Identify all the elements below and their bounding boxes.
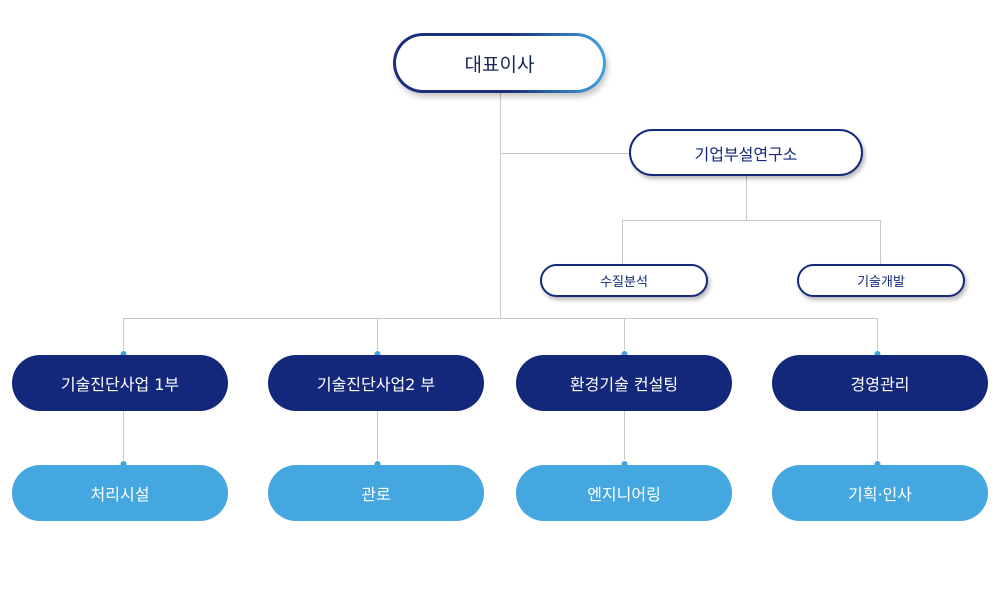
department-box: 경영관리: [772, 355, 988, 411]
team-label: 관로: [361, 485, 391, 504]
department-label: 환경기술 컨설팅: [569, 375, 679, 394]
department-box: 기술진단사업2 부: [268, 355, 484, 411]
department-label: 경영관리: [850, 375, 910, 394]
department-label: 기술진단사업2 부: [316, 375, 436, 394]
research-lab-box: 기업부설연구소: [629, 129, 863, 176]
department-label: 기술진단사업 1부: [60, 375, 180, 394]
team-label: 엔지니어링: [587, 485, 661, 504]
ceo-box: 대표이사: [393, 33, 606, 93]
ceo-label: 대표이사: [464, 53, 535, 76]
team-box: 처리시설: [12, 465, 228, 521]
research-lab-label: 기업부설연구소: [694, 144, 798, 164]
department-box: 환경기술 컨설팅: [516, 355, 732, 411]
department-box: 기술진단사업 1부: [12, 355, 228, 411]
team-box: 관로: [268, 465, 484, 521]
water-analysis-label: 수질분석: [600, 275, 648, 290]
team-box: 엔지니어링: [516, 465, 732, 521]
team-box: 기획·인사: [772, 465, 988, 521]
team-label: 기획·인사: [848, 485, 912, 504]
tech-development-box: 기술개발: [797, 264, 965, 297]
tech-development-label: 기술개발: [857, 275, 905, 290]
team-label: 처리시설: [90, 485, 150, 504]
water-analysis-box: 수질분석: [540, 264, 708, 297]
